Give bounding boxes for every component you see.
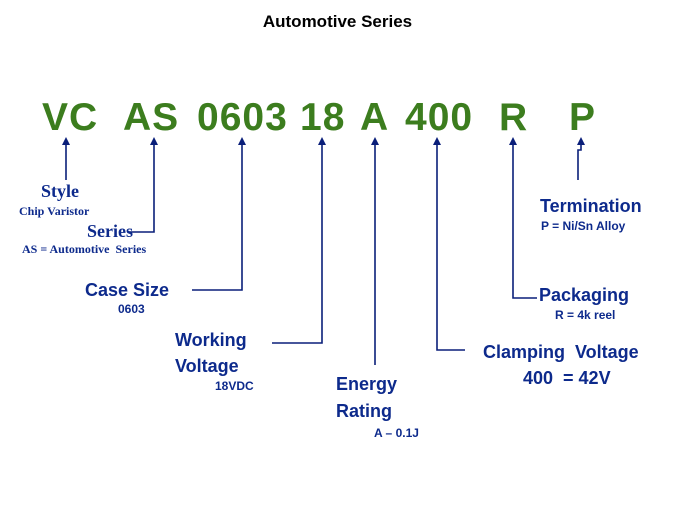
termination-value: P = Ni/Sn Alloy [541, 219, 626, 233]
case-size-value: 0603 [118, 302, 145, 316]
series-title: Series [87, 221, 133, 241]
working-voltage-line1: Working [175, 330, 247, 350]
code-clamping-voltage: 400 [405, 96, 474, 139]
packaging-value: R = 4k reel [555, 308, 616, 322]
code-case-size: 0603 [197, 96, 288, 139]
clamping-voltage-title: Clamping Voltage [483, 342, 639, 362]
connector-working-voltage [272, 137, 326, 344]
code-energy-rating: A [360, 96, 390, 139]
code-vc: VC [42, 96, 99, 139]
code-working-voltage: 18 [300, 96, 346, 139]
termination-title: Termination [540, 196, 642, 216]
connector-clamping-voltage [433, 137, 465, 351]
series-value: AS = Automotive Series [22, 242, 147, 256]
connector-termination [577, 137, 585, 180]
code-packaging: R [499, 96, 529, 139]
energy-rating-line2: Rating [336, 401, 392, 421]
code-termination: P [569, 96, 597, 139]
clamping-voltage-value: 400 = 42V [523, 368, 611, 388]
energy-rating-line1: Energy [336, 374, 398, 394]
case-size-title: Case Size [85, 280, 170, 300]
style-value: Chip Varistor [19, 204, 90, 218]
energy-rating-value: A – 0.1J [374, 426, 419, 440]
packaging-title: Packaging [539, 285, 630, 305]
style-title: Style [41, 181, 79, 201]
connector-packaging [509, 137, 537, 299]
connector-case-size [192, 137, 246, 291]
page-title: Automotive Series [262, 12, 413, 31]
connector-series [128, 137, 158, 233]
working-voltage-value: 18VDC [215, 379, 254, 393]
code-as: AS [123, 96, 180, 139]
working-voltage-line2: Voltage [175, 356, 239, 376]
